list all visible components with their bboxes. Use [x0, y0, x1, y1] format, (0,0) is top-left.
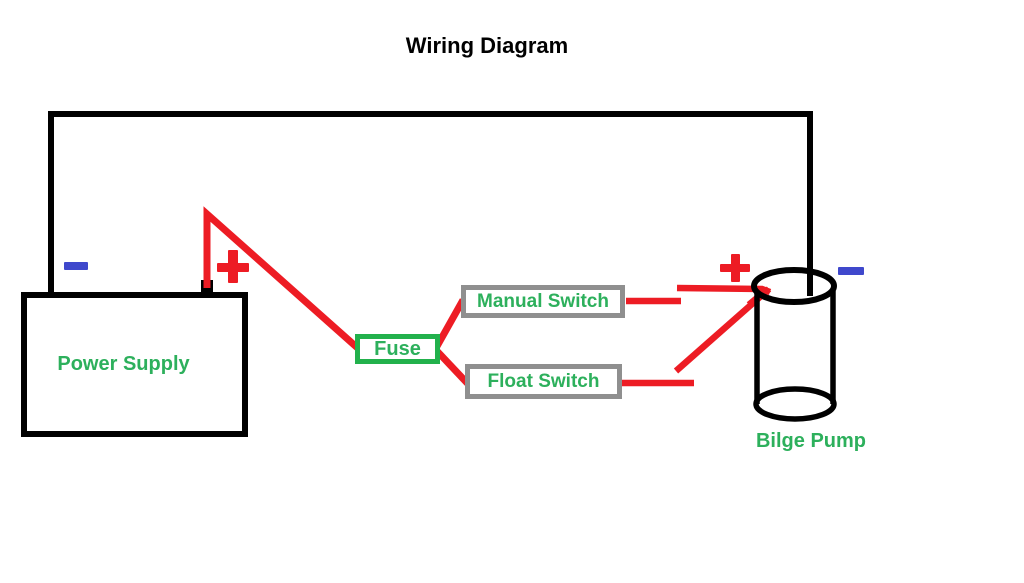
float-switch-box: Float Switch: [465, 364, 622, 399]
psu-positive-plus-symbol: [217, 250, 249, 283]
wire-fuse-to-manual-switch: [432, 298, 467, 350]
bilge-pump-cylinder: [751, 267, 837, 422]
psu-negative-minus-symbol: [64, 262, 88, 270]
power-supply-box: Power Supply: [21, 292, 248, 437]
fuse-box: Fuse: [355, 334, 440, 364]
fuse-label: Fuse: [374, 337, 421, 360]
wire-psu-to-fuse: [203, 206, 364, 354]
pump-positive-plus-symbol: [720, 254, 750, 282]
plus-vertical-bar: [228, 250, 238, 283]
cylinder-bottom-ellipse: [753, 386, 837, 422]
diagram-title: Wiring Diagram: [405, 33, 569, 58]
negative-wire: [48, 111, 813, 296]
manual-switch-label: Manual Switch: [477, 290, 609, 312]
power-supply-label: Power Supply: [57, 353, 190, 375]
wire-fuse-to-float-switch: [433, 347, 472, 388]
plus-vertical-bar: [731, 254, 740, 282]
manual-switch-box: Manual Switch: [461, 285, 625, 318]
float-switch-label: Float Switch: [487, 370, 600, 392]
pump-negative-minus-symbol: [838, 267, 864, 275]
bilge-pump-label: Bilge Pump: [755, 430, 866, 452]
cylinder-top-ellipse: [751, 267, 837, 305]
